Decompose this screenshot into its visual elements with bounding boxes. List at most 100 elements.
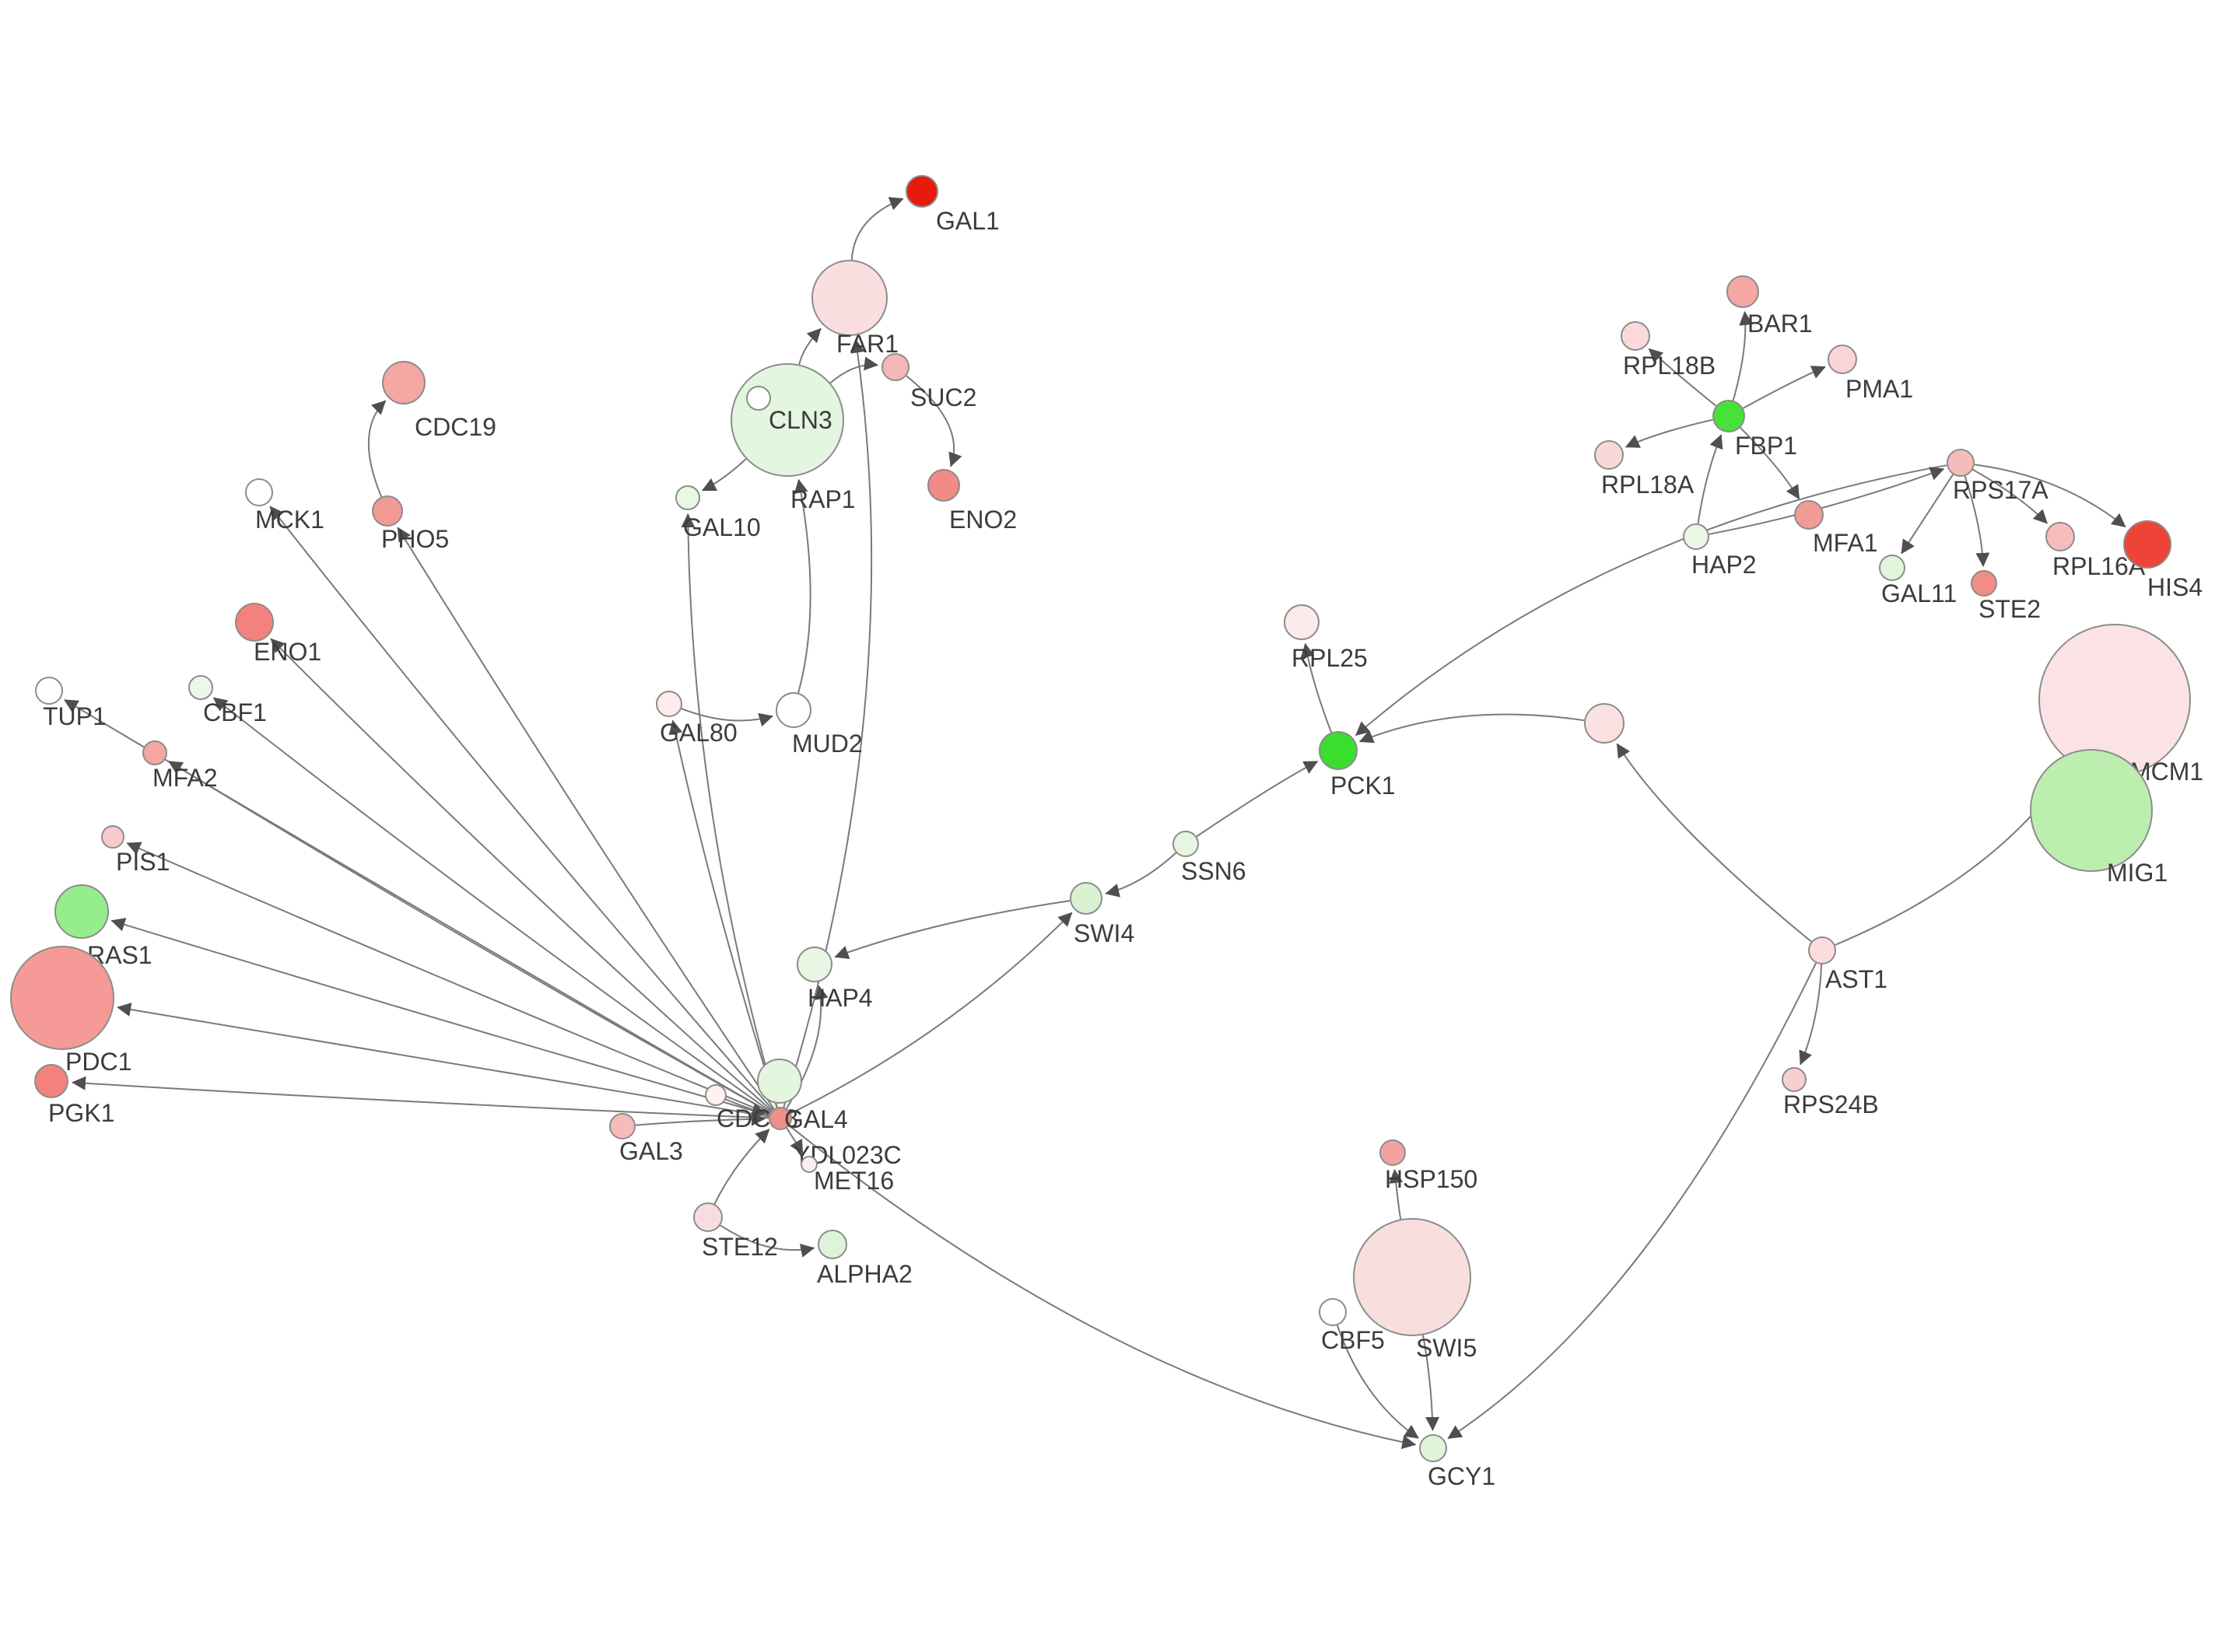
node-label-RPS24B: RPS24B bbox=[1783, 1090, 1879, 1118]
node-SUC2[interactable] bbox=[881, 353, 909, 381]
node-GAL11[interactable] bbox=[1879, 555, 1905, 581]
node-label-MCK1: MCK1 bbox=[255, 506, 324, 534]
node-RPL16A[interactable] bbox=[2045, 522, 2075, 551]
edge-CDC28-GAL4 bbox=[725, 1098, 766, 1117]
node-GAL3[interactable] bbox=[609, 1113, 636, 1139]
node-RAP1[interactable] bbox=[731, 363, 844, 477]
edge-GAL3-GAL4 bbox=[635, 1111, 766, 1126]
node-label-PGK1: PGK1 bbox=[48, 1099, 114, 1127]
edge-AST1-GCY1 bbox=[1447, 962, 1817, 1440]
node-HIS4[interactable] bbox=[2123, 520, 2171, 569]
edges-layer bbox=[64, 197, 2126, 1449]
node-FBP1[interactable] bbox=[1712, 400, 1745, 432]
node-label-PCK1: PCK1 bbox=[1330, 772, 1396, 800]
node-label-GAL10: GAL10 bbox=[683, 513, 761, 541]
edge-GAL4-GAL10 bbox=[681, 513, 778, 1108]
edge-RPS17A-PCK1 bbox=[1355, 464, 1947, 737]
node-RPS17A[interactable] bbox=[1947, 449, 1975, 477]
edge-CBF5-GCY1 bbox=[1336, 1325, 1419, 1439]
edge-RPS17A-HIS4 bbox=[1974, 464, 2126, 528]
edge-GAL4-PGK1 bbox=[72, 1076, 769, 1119]
node-PMA1[interactable] bbox=[1828, 345, 1857, 374]
node-MFA1[interactable] bbox=[1794, 500, 1824, 530]
node-label-RPL25: RPL25 bbox=[1291, 644, 1368, 672]
node-label-MFA2: MFA2 bbox=[152, 764, 218, 792]
node-label-ENO2: ENO2 bbox=[949, 506, 1017, 534]
edge-MUD2-RAP1 bbox=[794, 478, 811, 694]
node-label-GCY1: GCY1 bbox=[1428, 1462, 1495, 1490]
edge-RAP1-SUC2 bbox=[829, 356, 878, 384]
node-PGK1[interactable] bbox=[34, 1064, 68, 1098]
edge-SSN6-SWI4 bbox=[1105, 852, 1177, 898]
node-CDC28[interactable] bbox=[705, 1084, 727, 1106]
node-SSN6[interactable] bbox=[1172, 831, 1199, 857]
edge-HAP2-FBP1 bbox=[1697, 434, 1723, 524]
node-MIG1[interactable] bbox=[2030, 749, 2153, 872]
node-label-GAL3: GAL3 bbox=[619, 1137, 683, 1165]
node-label-MFA1: MFA1 bbox=[1813, 529, 1878, 557]
edge-GAL4-MFA2 bbox=[168, 761, 771, 1114]
edge-RAP1-GAL10 bbox=[701, 458, 747, 492]
edge-RPS17A-RPL16A bbox=[1972, 468, 2048, 524]
node-MUD2[interactable] bbox=[776, 692, 811, 728]
node-MCM1[interactable] bbox=[2038, 624, 2191, 776]
node-MET16[interactable] bbox=[801, 1156, 818, 1173]
edge-GAL4-ENO1 bbox=[270, 638, 773, 1111]
node-label-PDC1: PDC1 bbox=[65, 1048, 131, 1076]
node-RAS1[interactable] bbox=[54, 884, 109, 939]
edge-SSN6-PCK1 bbox=[1196, 761, 1319, 838]
node-MFA2[interactable] bbox=[142, 740, 167, 765]
node-RPS24B[interactable] bbox=[1782, 1067, 1807, 1092]
node-SWI4[interactable] bbox=[1070, 882, 1102, 915]
node-SWI5[interactable] bbox=[1353, 1218, 1471, 1336]
edge-PHO5-CDC19 bbox=[367, 400, 387, 497]
node-GCY1[interactable] bbox=[1419, 1434, 1447, 1462]
node-PIS1[interactable] bbox=[101, 825, 124, 849]
node-RPL25[interactable] bbox=[1284, 604, 1320, 640]
node-YDL023C[interactable] bbox=[757, 1059, 802, 1104]
node-RPL18A[interactable] bbox=[1594, 440, 1624, 470]
edge-FBP1-RPL18B bbox=[1648, 348, 1717, 407]
node-GAL80[interactable] bbox=[656, 691, 682, 717]
node-label-MET16: MET16 bbox=[814, 1167, 894, 1195]
node-CBF1[interactable] bbox=[188, 675, 213, 700]
edge-AST1-RPS24B bbox=[1799, 964, 1823, 1066]
node-STE12[interactable] bbox=[693, 1202, 723, 1232]
node-GAL10[interactable] bbox=[675, 485, 700, 510]
node-CBF5[interactable] bbox=[1319, 1298, 1347, 1326]
node-HAP2[interactable] bbox=[1683, 523, 1709, 550]
edge-GAL4-MCK1 bbox=[269, 506, 773, 1111]
node-GAL4[interactable] bbox=[769, 1107, 792, 1130]
node-CLN3[interactable] bbox=[746, 386, 771, 411]
node-FAR1[interactable] bbox=[811, 260, 888, 336]
node-AST1[interactable] bbox=[1808, 936, 1836, 964]
node-label-MUD2: MUD2 bbox=[792, 730, 863, 758]
node-STE2[interactable] bbox=[1971, 570, 1997, 597]
node-GAL1[interactable] bbox=[906, 175, 938, 208]
node-label-HSP150: HSP150 bbox=[1385, 1165, 1477, 1193]
node-ENO1[interactable] bbox=[235, 603, 274, 642]
node-label-GAL1: GAL1 bbox=[936, 207, 1000, 235]
node-CDC19[interactable] bbox=[382, 361, 426, 404]
edge-SWI4-HAP4 bbox=[834, 900, 1071, 959]
node-ENO2[interactable] bbox=[927, 469, 960, 502]
node-label-CDC19: CDC19 bbox=[415, 413, 496, 441]
edge-GAL4-CBF1 bbox=[212, 697, 772, 1113]
node-BAR1[interactable] bbox=[1726, 275, 1759, 308]
node-PHO5[interactable] bbox=[372, 495, 403, 527]
node-RPL18B[interactable] bbox=[1621, 321, 1650, 351]
node-NODE_A[interactable] bbox=[1584, 703, 1624, 744]
node-label-PMA1: PMA1 bbox=[1845, 375, 1913, 403]
node-label-SWI4: SWI4 bbox=[1074, 919, 1134, 947]
node-TUP1[interactable] bbox=[35, 677, 63, 705]
node-MCK1[interactable] bbox=[245, 478, 273, 506]
node-HAP4[interactable] bbox=[797, 947, 832, 982]
edge-GAL4-GCY1 bbox=[789, 1125, 1417, 1449]
node-PDC1[interactable] bbox=[10, 946, 114, 1050]
edge-GAL4-PIS1 bbox=[126, 842, 770, 1115]
node-label-PIS1: PIS1 bbox=[116, 848, 170, 876]
node-label-AST1: AST1 bbox=[1825, 965, 1887, 993]
node-ALPHA2[interactable] bbox=[818, 1230, 847, 1259]
node-HSP150[interactable] bbox=[1379, 1139, 1406, 1166]
node-PCK1[interactable] bbox=[1319, 731, 1358, 770]
